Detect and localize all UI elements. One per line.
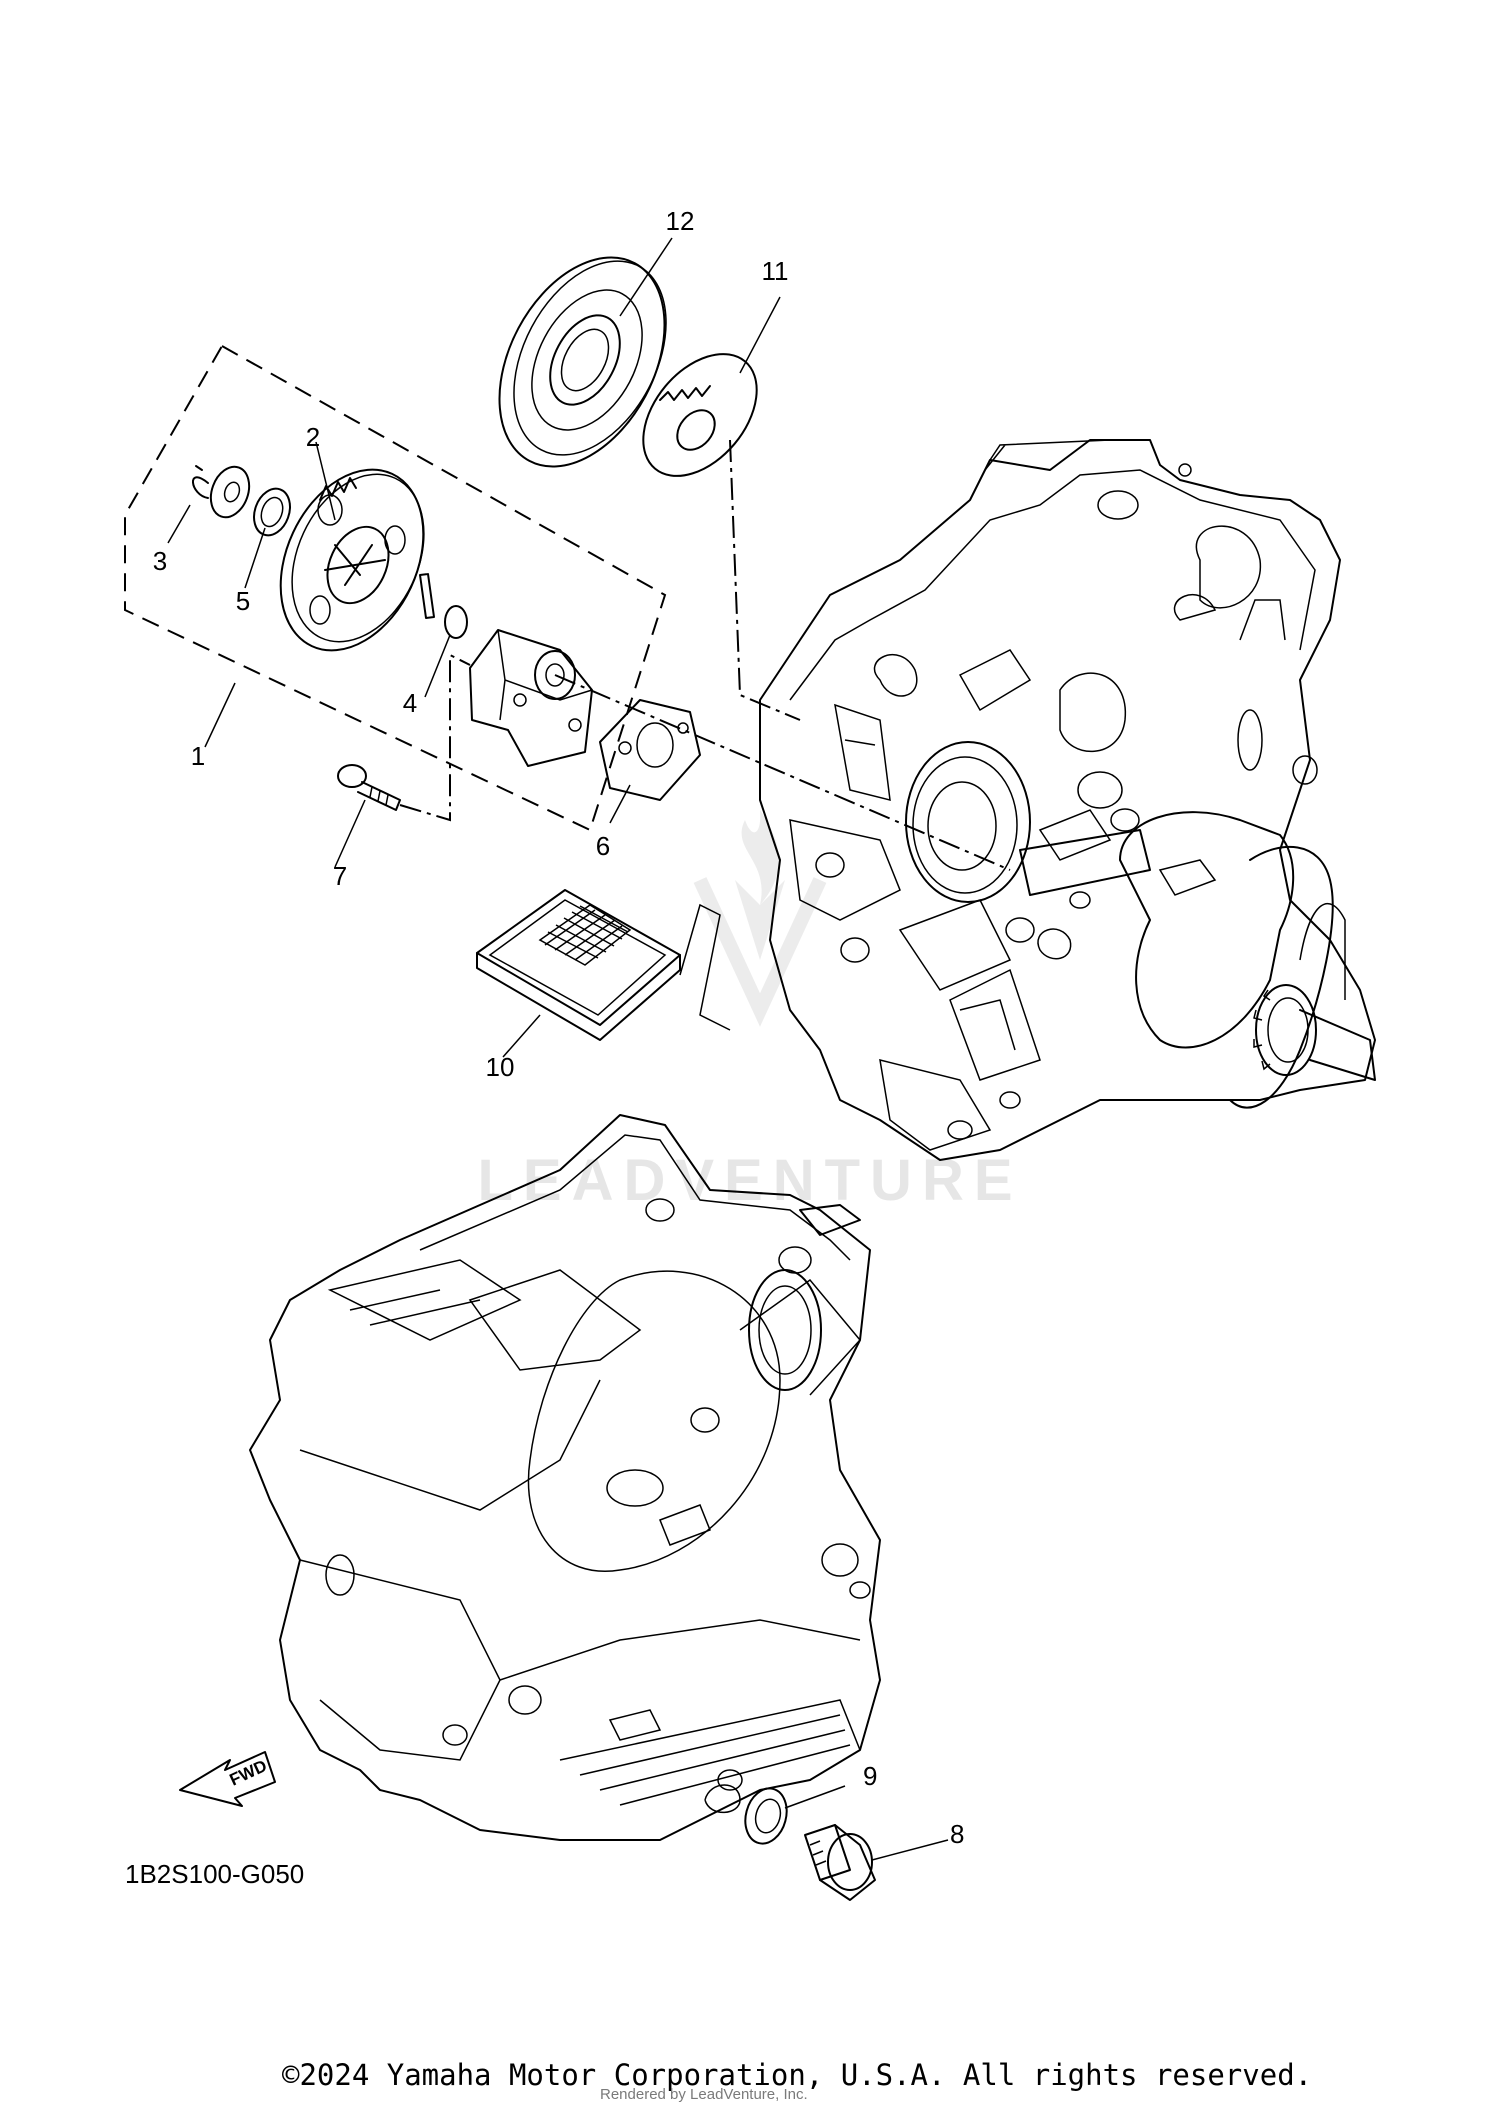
- part-11-alignment-line: [729, 439, 801, 721]
- oil-pump-assembly-boundary: [124, 344, 667, 832]
- part-5-ring: [253, 487, 291, 537]
- callout-part-11: 11: [762, 256, 789, 286]
- watermark-text: LEADVENTURE: [477, 1148, 1022, 1213]
- part-7-bolt: [337, 764, 401, 811]
- pump-centerline: [554, 674, 1011, 871]
- callout-part-12: 12: [666, 206, 695, 236]
- strainer-alignment-line: [679, 903, 731, 1031]
- part-8-drain-bolt: [804, 1824, 876, 1901]
- watermark: LEADVENTURE: [477, 810, 1022, 1213]
- lower-crankcase: [249, 1114, 881, 1841]
- part-3-circlip: [192, 465, 209, 499]
- copyright-notice: ©2024 Yamaha Motor Corporation, U.S.A. A…: [282, 2058, 1313, 2092]
- part-2-pump-gear: [279, 468, 425, 652]
- part-4-o-ring: [444, 605, 468, 639]
- callout-part-9: 9: [863, 1761, 877, 1791]
- callout-part-4: 4: [403, 688, 417, 718]
- bolt-alignment-line: [399, 653, 471, 822]
- callout-part-10: 10: [486, 1052, 515, 1082]
- oil-pump-body: [469, 629, 593, 767]
- callout-part-2: 2: [306, 422, 320, 452]
- part-6-gasket: [599, 699, 701, 801]
- callout-part-8: 8: [950, 1819, 964, 1849]
- part-11-gear-washer: [642, 353, 758, 477]
- diagram-code: 1B2S100-G050: [125, 1859, 304, 1889]
- part-12-cover: [498, 256, 667, 468]
- dowel-pin: [419, 573, 435, 619]
- washer: [209, 465, 251, 519]
- crankshaft: [1019, 811, 1376, 1109]
- part-9-washer: [744, 1787, 788, 1845]
- fwd-label: FWD: [227, 1756, 270, 1790]
- forward-arrow-icon: FWD: [179, 1751, 276, 1807]
- rendered-by-credit: Rendered by LeadVenture, Inc.: [600, 2086, 808, 2103]
- leader-lines: [167, 237, 949, 1861]
- callout-part-5: 5: [236, 586, 250, 616]
- callout-part-1: 1: [191, 741, 205, 771]
- upper-crankcase: [759, 439, 1376, 1161]
- callout-part-7: 7: [333, 861, 347, 891]
- callout-part-3: 3: [153, 546, 167, 576]
- part-10-strainer: [476, 889, 681, 1041]
- callout-part-6: 6: [596, 831, 610, 861]
- part-callouts: 1 2 3 4 5 6 7 8 9 10 11 12: [153, 206, 965, 1849]
